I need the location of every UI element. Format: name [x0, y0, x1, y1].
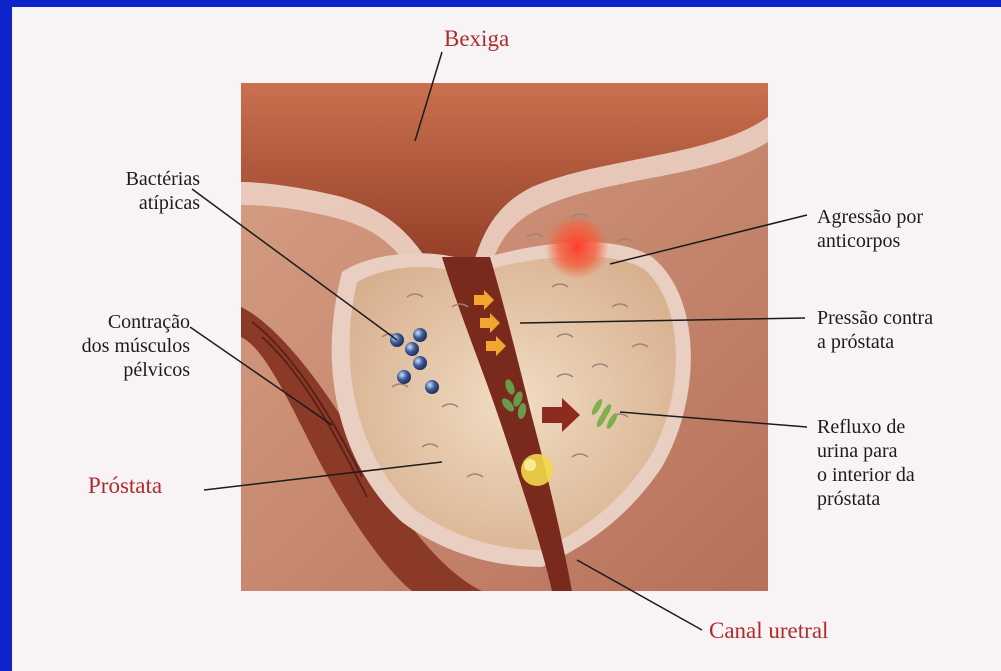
figure-panel: Bexiga Bactérias atípicas Contração dos …: [12, 7, 1001, 671]
label-atypical-bacteria: Bactérias atípicas: [84, 167, 200, 215]
label-pelvic-muscle-contraction: Contração dos músculos pélvicos: [52, 310, 190, 382]
label-bladder: Bexiga: [444, 27, 509, 51]
stone-blob: [521, 454, 553, 486]
antibody-spot: [545, 215, 609, 279]
label-antibody-aggression: Agressão por anticorpos: [817, 205, 923, 253]
label-pressure-against-prostate: Pressão contra a próstata: [817, 306, 933, 354]
label-urethral-canal: Canal uretral: [709, 619, 828, 643]
label-prostate: Próstata: [88, 474, 162, 498]
label-urine-reflux: Refluxo de urina para o interior da prós…: [817, 415, 915, 511]
